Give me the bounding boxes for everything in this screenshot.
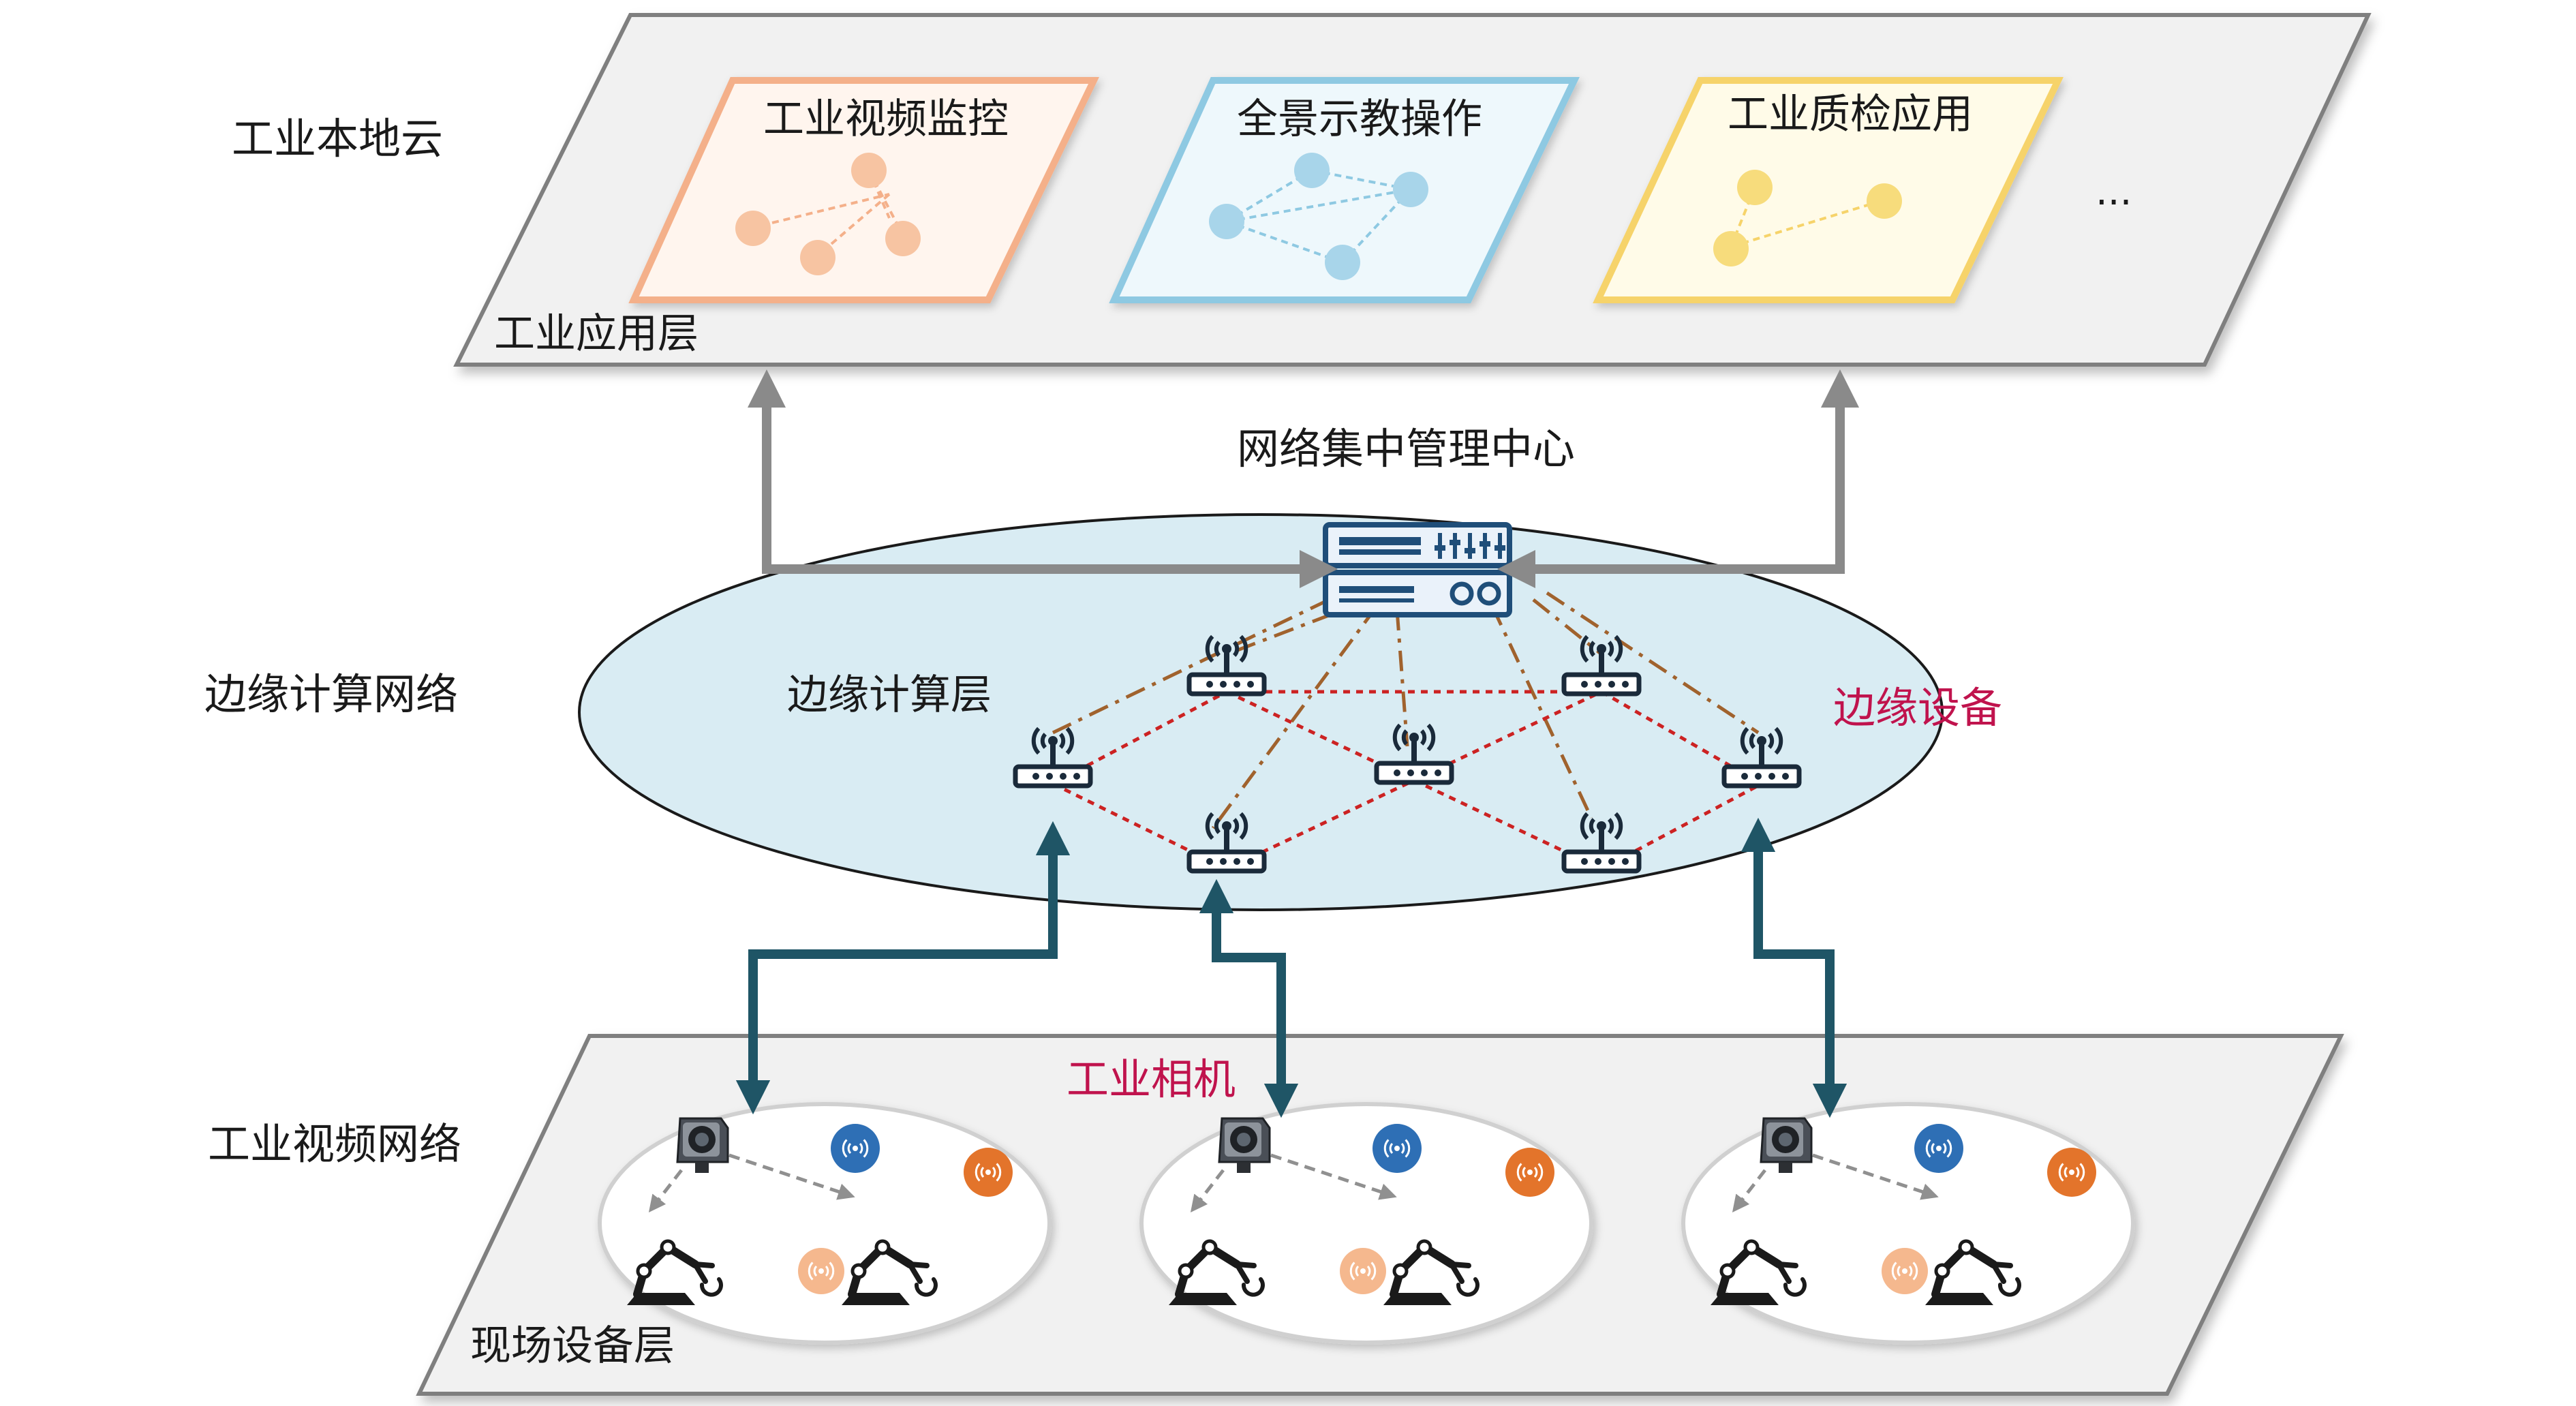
edge-routers xyxy=(1013,635,1802,874)
network-graph-icon xyxy=(1730,187,1882,248)
management-links xyxy=(1052,591,1760,829)
wireless-router-icon xyxy=(1561,635,1642,697)
app-card-label-2: 全景示教操作 xyxy=(1237,95,1482,143)
robot-arm-icon xyxy=(627,1239,723,1305)
dashed-arrow xyxy=(1190,1169,1225,1212)
device-cluster-2 xyxy=(1139,1102,1593,1345)
field-links xyxy=(735,817,1847,1118)
wireless-router-icon xyxy=(1374,723,1454,785)
field-link-2 xyxy=(1199,878,1299,1118)
app-card-label-3: 工业质检应用 xyxy=(1728,91,1973,138)
management-server-icon xyxy=(1323,522,1512,617)
label-industrial-video-network: 工业视频网络 xyxy=(208,1119,461,1169)
field-layer xyxy=(416,1034,2344,1396)
app-card-quality-inspection[interactable] xyxy=(1593,77,2064,303)
dashed-arrow xyxy=(1732,1169,1766,1212)
industrial-camera-icon xyxy=(1760,1117,1813,1173)
edge-layer-label: 边缘计算层 xyxy=(787,671,992,719)
orange-wireless-sensor-icon xyxy=(2047,1148,2096,1197)
cloud-link-left xyxy=(748,369,1338,588)
labels: 工业本地云 边缘计算网络 工业视频网络 工业应用层 工业视频监控 全景示教操作 … xyxy=(204,91,2132,1370)
app-layer-title: 工业应用层 xyxy=(494,310,699,358)
cloud-link-right xyxy=(1497,369,1859,588)
wireless-router-icon xyxy=(1721,727,1802,789)
industrial-camera-icon xyxy=(676,1117,729,1173)
dashed-arrow xyxy=(729,1153,855,1200)
edge-layer xyxy=(578,513,1944,911)
robot-arm-icon xyxy=(1169,1239,1265,1305)
field-link-3 xyxy=(1741,817,1847,1118)
graph-nodes xyxy=(735,153,921,275)
label-edge-computing-network: 边缘计算网络 xyxy=(204,669,458,719)
app-card-panorama-teaching[interactable] xyxy=(1109,77,1580,303)
device-cluster-ellipse xyxy=(598,1102,1052,1345)
app-layer xyxy=(453,13,2372,367)
graph-nodes xyxy=(1209,153,1428,280)
light-wireless-sensor-icon xyxy=(1340,1248,1386,1294)
management-center-label: 网络集中管理中心 xyxy=(1237,424,1575,474)
dashed-arrow xyxy=(1812,1153,1939,1200)
cloud-links xyxy=(748,369,1859,588)
field-layer-title: 现场设备层 xyxy=(470,1322,675,1370)
wireless-router-icon xyxy=(1186,812,1267,874)
device-cluster-3 xyxy=(1681,1102,2135,1345)
blue-wireless-sensor-icon xyxy=(831,1124,880,1173)
app-card-video-monitoring[interactable] xyxy=(628,77,1099,303)
edge-device-label: 边缘设备 xyxy=(1833,683,2002,733)
light-wireless-sensor-icon xyxy=(798,1248,844,1294)
app-more-ellipsis: ... xyxy=(2096,170,2132,214)
device-cluster-1 xyxy=(598,1102,1052,1345)
label-industrial-cloud: 工业本地云 xyxy=(232,114,443,164)
graph-nodes xyxy=(1713,170,1902,266)
dashed-arrow xyxy=(648,1169,683,1212)
robot-arm-icon xyxy=(1711,1239,1807,1305)
camera-label: 工业相机 xyxy=(1067,1054,1236,1104)
field-link-1 xyxy=(735,821,1071,1115)
blue-wireless-sensor-icon xyxy=(1373,1124,1422,1173)
app-card-label-1: 工业视频监控 xyxy=(763,95,1009,143)
device-cluster-ellipse xyxy=(1681,1102,2135,1345)
wireless-router-icon xyxy=(1013,727,1093,789)
light-wireless-sensor-icon xyxy=(1882,1248,1928,1294)
industrial-camera-icon xyxy=(1218,1117,1271,1173)
robot-arm-icon xyxy=(842,1239,938,1305)
device-cluster-ellipse xyxy=(1139,1102,1593,1345)
robot-arm-icon xyxy=(1925,1239,2021,1305)
dashed-arrow xyxy=(1270,1153,1397,1200)
wireless-router-icon xyxy=(1186,635,1267,697)
robot-arm-icon xyxy=(1383,1239,1479,1305)
wireless-router-icon xyxy=(1561,812,1642,874)
orange-wireless-sensor-icon xyxy=(964,1148,1013,1197)
orange-wireless-sensor-icon xyxy=(1505,1148,1554,1197)
blue-wireless-sensor-icon xyxy=(1914,1124,1963,1173)
